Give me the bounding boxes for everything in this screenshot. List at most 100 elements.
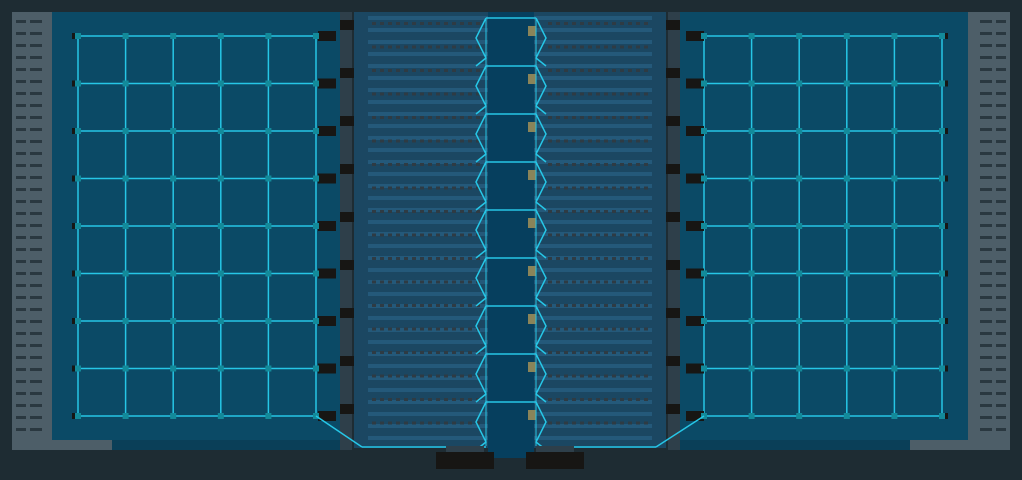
wall-stripe (30, 248, 42, 251)
rack-dot (556, 327, 560, 331)
rack-dot (428, 22, 432, 25)
edge-block (686, 126, 704, 136)
wall-stripe (996, 140, 1006, 143)
rack-dot (572, 45, 576, 49)
grid-node (170, 365, 177, 372)
rack-dot (572, 116, 576, 119)
rack-dot (404, 69, 408, 72)
rack-dot (572, 233, 576, 237)
rack-dot (420, 186, 424, 190)
rack-dot (444, 210, 448, 213)
wall-stripe (30, 320, 42, 323)
rack-dot (476, 45, 480, 49)
rack-dot (420, 257, 424, 260)
rack-dot (372, 22, 376, 25)
wall-stripe (30, 236, 42, 239)
rack-dot (436, 139, 440, 143)
rack-dot (620, 186, 624, 190)
rack-dot (396, 92, 400, 96)
grid-node (313, 80, 319, 87)
rack-dot (636, 69, 640, 72)
spine-shaft (488, 12, 534, 458)
rack-dot (404, 398, 408, 401)
wall-stripe (16, 188, 26, 191)
rack-dot (476, 210, 480, 213)
rack-dot (620, 421, 624, 425)
rack-dot (396, 163, 400, 166)
pillar-block (340, 356, 354, 366)
wall-stripe (16, 32, 26, 35)
wall-stripe (980, 392, 992, 395)
rack-dot (428, 139, 432, 143)
rack-dot (636, 351, 640, 354)
rack-dot (620, 327, 624, 331)
rack-dot (644, 421, 648, 425)
rack-dot (612, 139, 616, 143)
grid-node (122, 33, 129, 39)
pillar-block (666, 164, 680, 174)
rack-dot (412, 257, 416, 260)
rack-dot (580, 116, 584, 119)
rack-dot (468, 139, 472, 143)
rack-dot (636, 257, 640, 260)
rack-dot (604, 186, 608, 190)
rack-dot (412, 374, 416, 378)
rack-dot (404, 186, 408, 190)
grid-node (217, 270, 224, 277)
wall-stripe (30, 332, 42, 335)
grid-node (217, 128, 224, 134)
rack-dot (620, 22, 624, 25)
wall-stripe (30, 56, 42, 59)
vent-right (526, 452, 584, 469)
rack-dot (572, 163, 576, 166)
grid-node (939, 318, 945, 324)
rack-dot (444, 116, 448, 119)
spine-marker (528, 362, 536, 372)
wall-stripe (996, 380, 1006, 383)
rack-dot (596, 304, 600, 307)
rack-dot (468, 304, 472, 307)
rack-dot (420, 351, 424, 354)
rack-dot (612, 280, 616, 284)
rack-dot (460, 351, 464, 354)
rack-dot (564, 351, 568, 354)
grid-node (122, 80, 129, 87)
wall-stripe (16, 20, 26, 23)
grid-node (122, 413, 129, 419)
rack-dot (372, 92, 376, 96)
rack-dot (444, 233, 448, 237)
wall-stripe (996, 164, 1006, 167)
rack-dot (444, 22, 448, 25)
rack-dot (604, 116, 608, 119)
rack-dot (436, 280, 440, 284)
grid-node (796, 33, 803, 39)
rack-dot (380, 92, 384, 96)
rack-dot (580, 186, 584, 190)
spine-zigzag-left (475, 161, 487, 211)
grid-node (843, 223, 850, 229)
rack-dot (380, 233, 384, 237)
rack-dot (380, 69, 384, 72)
wall-stripe (30, 428, 42, 431)
rack-dot (428, 92, 432, 96)
rack-dot (372, 69, 376, 72)
wall-stripe (980, 164, 992, 167)
grid-node (748, 365, 755, 372)
wall-stripe (980, 44, 992, 47)
rack-dot (548, 22, 552, 25)
wall-stripe (980, 296, 992, 299)
pillar-block (666, 260, 680, 270)
rack-dot (596, 421, 600, 425)
rack-dot (412, 351, 416, 354)
rack-dot (460, 69, 464, 72)
left-floor-panel (12, 12, 342, 450)
rack-dot (564, 139, 568, 143)
rack-dot (428, 45, 432, 49)
spine-marker (528, 170, 536, 180)
rack-dot (468, 186, 472, 190)
rack-dot (604, 257, 608, 260)
grid-node (891, 223, 898, 229)
rack-dot (628, 92, 632, 96)
rack-dot (476, 374, 480, 378)
spine-zigzag-left (475, 17, 487, 67)
